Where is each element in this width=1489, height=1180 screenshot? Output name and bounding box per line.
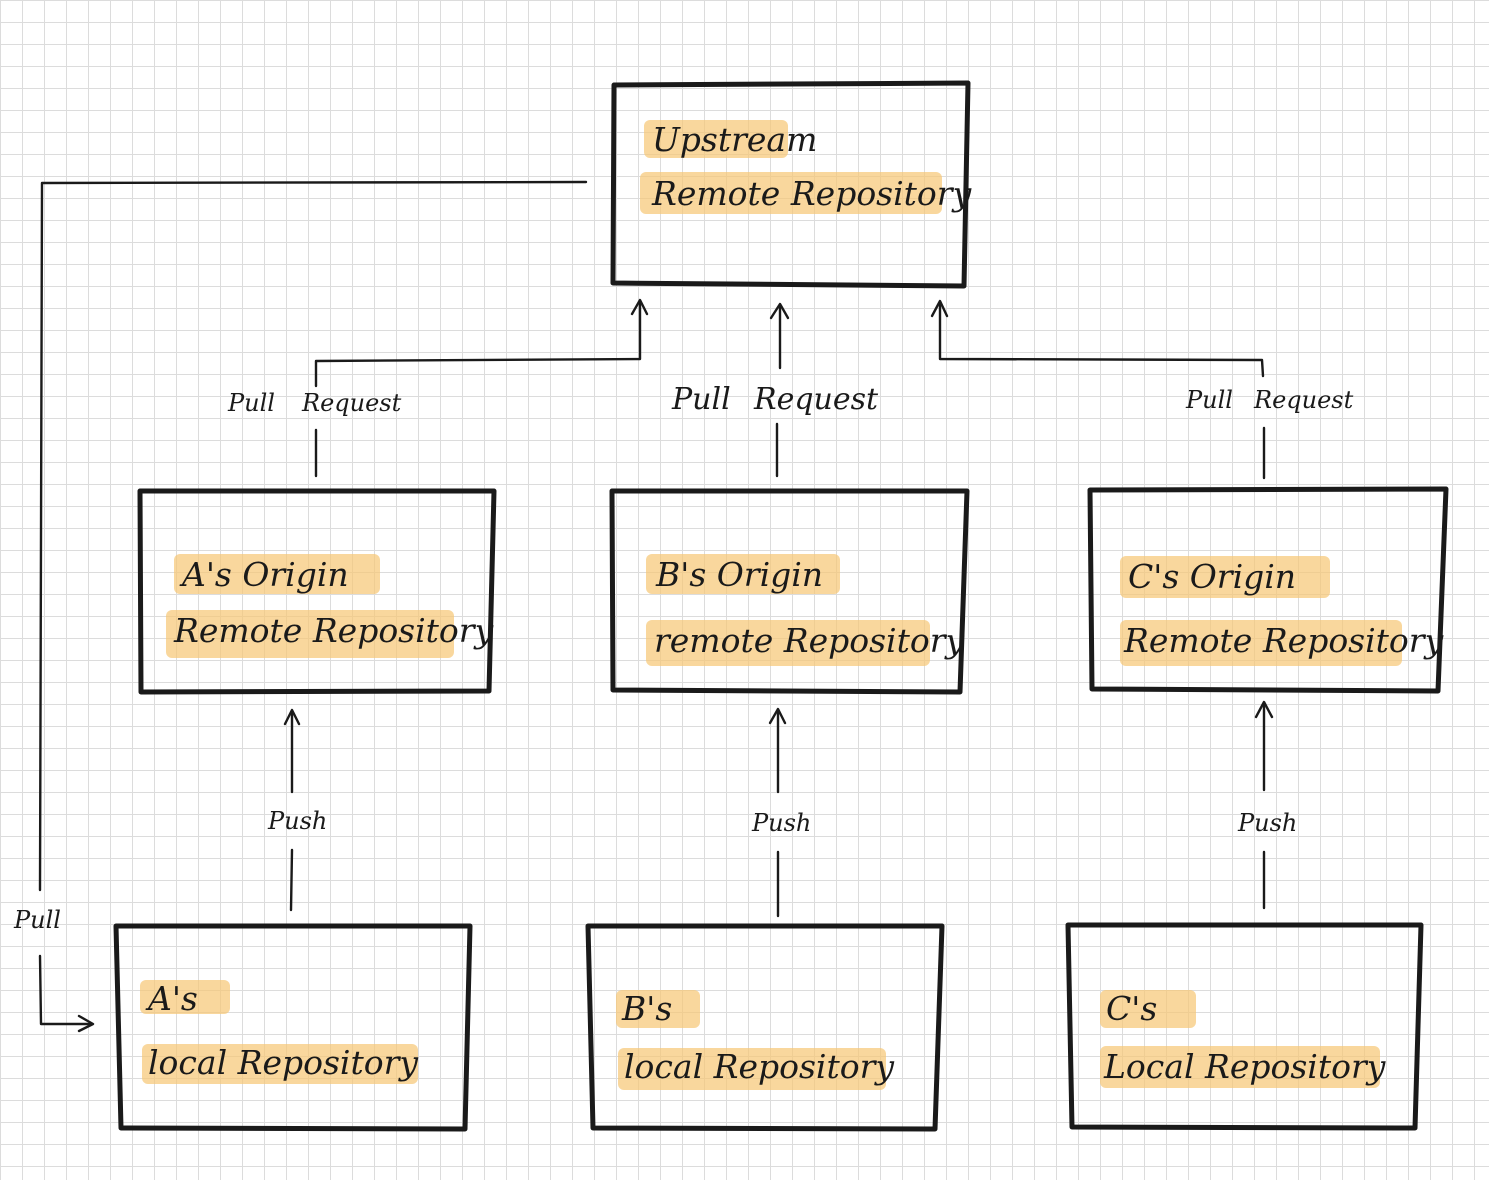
c-local-label-line1: C's: [1106, 989, 1157, 1028]
highlight-b-origin-line1: [646, 554, 840, 594]
node-b-origin-box: [609, 488, 970, 695]
b-push-label: Push: [751, 809, 811, 837]
c-local-label-line2: Local Repository: [1103, 1047, 1386, 1086]
b-local-label-line1: B's: [621, 989, 672, 1028]
node-upstream-box: [610, 80, 971, 289]
c-origin-label-line1: C's Origin: [1128, 557, 1296, 596]
a-origin-label-line2: Remote Repository: [173, 611, 494, 650]
highlight-c-local-line1: [1100, 990, 1196, 1028]
b-origin-label-line2: remote Repository: [654, 621, 965, 660]
b-local-label-line2: local Repository: [624, 1047, 894, 1086]
highlight-c-origin-line1: [1120, 556, 1330, 598]
upstream-label-line2: Remote Repository: [651, 174, 972, 213]
c-pull-request-word1: Pull: [1185, 386, 1233, 414]
highlight-upstream-line1: [644, 120, 788, 158]
highlight-a-local-line1: [140, 980, 230, 1014]
b-pull-request-word2: Request: [753, 382, 879, 417]
node-a-origin-box: [137, 488, 497, 695]
edge-b-pull-request: [769, 302, 790, 478]
a-local-label-line1: A's: [145, 979, 198, 1018]
a-pull-request-word1: Pull: [227, 389, 275, 417]
node-a-local-box: [113, 923, 473, 1132]
c-push-label: Push: [1237, 809, 1297, 837]
node-c-origin-box: [1087, 486, 1449, 694]
highlight-b-origin-line2: [646, 620, 930, 666]
a-pull-request-word2: Request: [301, 389, 402, 417]
upstream-label-line1: Upstream: [652, 120, 817, 159]
node-c-local-box: [1065, 922, 1424, 1131]
edge-c-pull-request: [930, 299, 1266, 480]
edge-upstream-pull: [38, 180, 588, 1033]
a-local-label-line2: local Repository: [148, 1043, 418, 1082]
highlight-a-local-line2: [142, 1044, 418, 1084]
highlight-c-local-line2: [1100, 1046, 1380, 1088]
node-b-local-box: [585, 923, 945, 1132]
b-origin-label-line1: B's Origin: [655, 555, 823, 594]
highlight-b-local-line1: [616, 990, 700, 1028]
edge-a-pull-request: [314, 298, 649, 478]
highlight-a-origin-line2: [166, 610, 454, 658]
highlights: [140, 120, 1402, 1090]
upstream-pull-label: Pull: [13, 906, 61, 934]
highlight-upstream-line2: [640, 172, 942, 214]
b-pull-request-word1: Pull: [671, 382, 731, 417]
c-origin-label-line2: Remote Repository: [1123, 621, 1444, 660]
edge-a-push: [283, 708, 301, 912]
highlight-b-local-line2: [618, 1048, 886, 1090]
c-pull-request-word2: Request: [1253, 386, 1354, 414]
highlight-a-origin-line1: [174, 554, 380, 594]
edge-c-push: [1254, 700, 1274, 910]
a-push-label: Push: [267, 807, 327, 835]
a-origin-label-line1: A's Origin: [179, 555, 349, 594]
edge-b-push: [768, 707, 787, 918]
highlight-c-origin-line2: [1120, 620, 1402, 666]
